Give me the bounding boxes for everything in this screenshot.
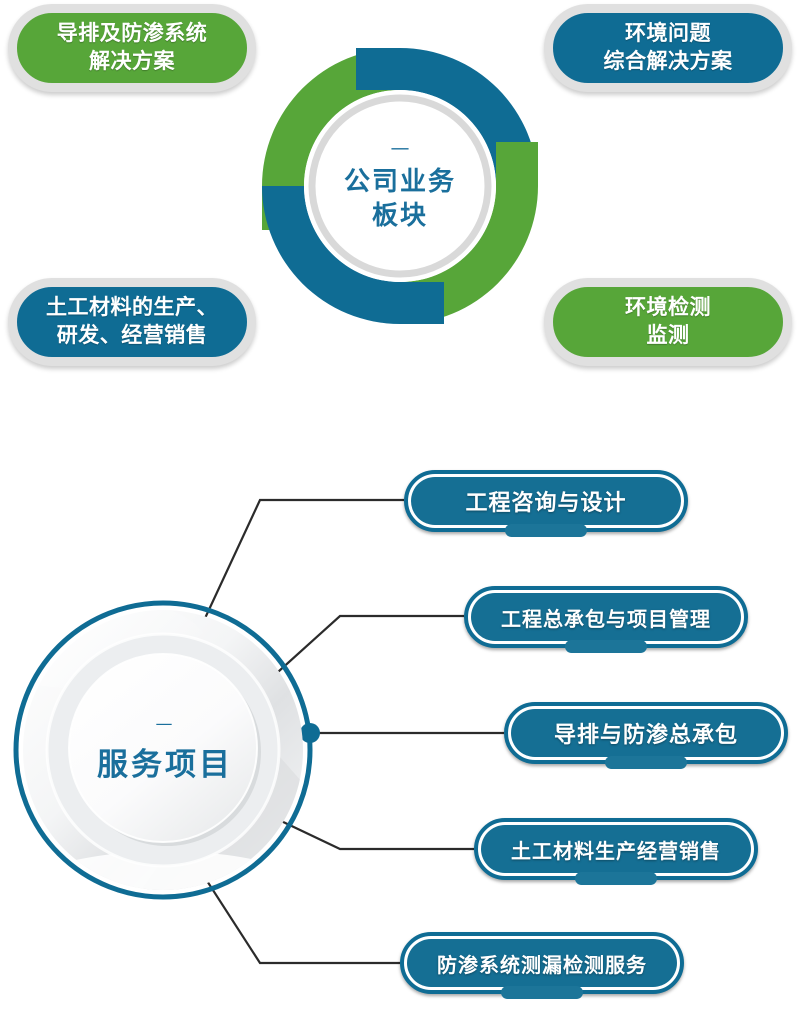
wheel-segment-blue-bl [262,186,444,324]
service-item-label: 导排与防渗总承包 [511,709,781,757]
service-item-label: 工程总承包与项目管理 [471,593,741,641]
wheel-center-disc [304,90,496,282]
service-project-hub: — 服务项目 [16,603,310,897]
business-pill-label: 土工材料的生产、 研发、经营销售 [46,295,218,347]
service-item-tab [501,986,583,999]
wheel-center-title-line2: 板块 [371,200,428,231]
business-pill-top-left[interactable]: 导排及防渗系统 解决方案 [8,4,256,92]
service-item-4[interactable]: 防渗系统测漏检测服务 [400,932,684,999]
business-pill-label: 环境问题 综合解决方案 [603,21,733,73]
business-pill-bottom-right[interactable]: 环境检测 监测 [544,278,792,366]
business-pill-label: 环境检测 监测 [625,295,711,347]
wheel-center-title-line1: 公司业务 [343,166,456,197]
service-item-tab [565,640,647,653]
service-item-2[interactable]: 导排与防渗总承包 [504,702,788,769]
wheel-center-dash: — [390,136,410,159]
service-item-label: 土工材料生产经营销售 [481,825,751,873]
service-item-3[interactable]: 土工材料生产经营销售 [474,818,758,885]
service-item-tab [605,756,687,769]
service-item-tab [575,872,657,885]
business-pill-label: 导排及防渗系统 解决方案 [56,21,208,73]
service-item-tab [505,524,587,537]
business-pill-bottom-left[interactable]: 土工材料的生产、 研发、经营销售 [8,278,256,366]
company-business-wheel: — 公司业务 板块 [262,48,538,324]
service-item-1[interactable]: 工程总承包与项目管理 [464,586,748,653]
service-hub-dash: — [155,714,173,734]
service-item-label: 工程咨询与设计 [411,477,681,525]
service-item-0[interactable]: 工程咨询与设计 [404,470,688,537]
service-hub-title: 服务项目 [97,747,233,783]
business-pill-top-right[interactable]: 环境问题 综合解决方案 [544,4,792,92]
wheel-center-ring [308,94,492,278]
service-item-label: 防渗系统测漏检测服务 [407,939,677,987]
